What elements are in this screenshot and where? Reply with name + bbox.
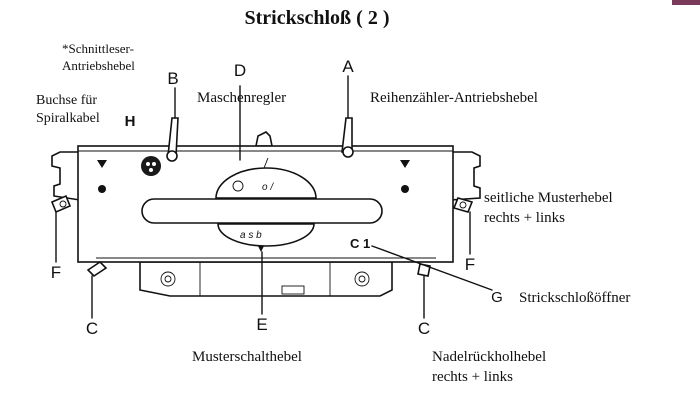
- center-slot: [141, 198, 383, 224]
- dial-upper-hole: [232, 180, 244, 192]
- socket-pin-1: [146, 162, 150, 166]
- socket-pin-3: [149, 168, 153, 172]
- leader-lines: [55, 75, 493, 319]
- dial-upper-marks: o /: [262, 182, 274, 193]
- base-screw-right-inner: [358, 275, 366, 283]
- left-triangle-marker: [97, 160, 107, 168]
- letter-c-right: C: [418, 319, 430, 338]
- label-side-lever-line2: rechts + links: [484, 210, 565, 226]
- left-end-block: [51, 151, 81, 201]
- side-lever-left-pivot: [59, 200, 67, 208]
- socket-pin-2: [152, 162, 156, 166]
- label-socket-line2: Spiralkabel: [36, 111, 100, 126]
- base-slot: [281, 285, 305, 295]
- side-lever-right-pivot: [459, 201, 467, 209]
- letter-h: H: [125, 113, 136, 130]
- corner-tab: [672, 0, 700, 5]
- spiral-cable-socket: [141, 156, 161, 176]
- letter-b: B: [167, 69, 178, 88]
- right-triangle-marker: [400, 160, 410, 168]
- label-knitleader-line1: *Schnittleser-: [62, 41, 134, 56]
- side-pattern-lever-left: [50, 194, 72, 214]
- letter-c-left: C: [86, 319, 98, 338]
- text-labels: *Schnittleser- Antriebshebel Buchse für …: [36, 41, 630, 385]
- left-dot-marker: [98, 185, 106, 193]
- leader-g: [371, 245, 493, 291]
- label-pattern-lever: Musterschalthebel: [192, 349, 302, 365]
- row-counter-lever-base: [342, 146, 354, 158]
- base-screw-right: [354, 271, 370, 287]
- label-row-counter-lever: Reihenzähler-Antriebshebel: [370, 90, 538, 106]
- label-socket-line1: Buchse für: [36, 93, 97, 108]
- top-knob: [255, 131, 273, 147]
- needle-return-lever-left: [86, 260, 108, 278]
- letter-f-right: F: [465, 255, 475, 274]
- label-needle-return-line2: rechts + links: [432, 369, 513, 385]
- label-needle-return-line1: Nadelrückholhebel: [432, 349, 546, 365]
- knitleader-lever-base: [166, 150, 178, 162]
- right-dot-marker: [401, 185, 409, 193]
- page-title: Strickschloß ( 2 ): [245, 7, 390, 29]
- letter-a: A: [342, 57, 354, 76]
- base-screw-left-inner: [164, 275, 172, 283]
- letter-g: G: [491, 289, 503, 306]
- label-cam-opener: Strickschloßöffner: [519, 290, 630, 306]
- letter-f-left: F: [51, 263, 61, 282]
- label-knitleader-line2: Antriebshebel: [62, 58, 135, 73]
- base-screw-left: [160, 271, 176, 287]
- pattern-lever-pointer: [258, 246, 264, 252]
- pattern-dial-lower: [217, 223, 315, 247]
- right-end-block: [449, 151, 481, 201]
- cam-opener-element: C 1: [350, 236, 370, 251]
- dial-lower-marks: a s b: [240, 230, 262, 241]
- dial-upper-tick: [263, 157, 269, 169]
- label-side-lever-line1: seitliche Musterhebel: [484, 190, 613, 206]
- side-pattern-lever-right: [452, 197, 474, 213]
- callout-letters: B A D H F F C C E G: [51, 57, 503, 338]
- label-stitch-regulator: Maschenregler: [197, 90, 286, 106]
- cam-assembly: o / a s b C: [50, 117, 481, 297]
- base-plate: [139, 261, 393, 297]
- letter-d: D: [234, 61, 246, 80]
- letter-e: E: [256, 315, 267, 334]
